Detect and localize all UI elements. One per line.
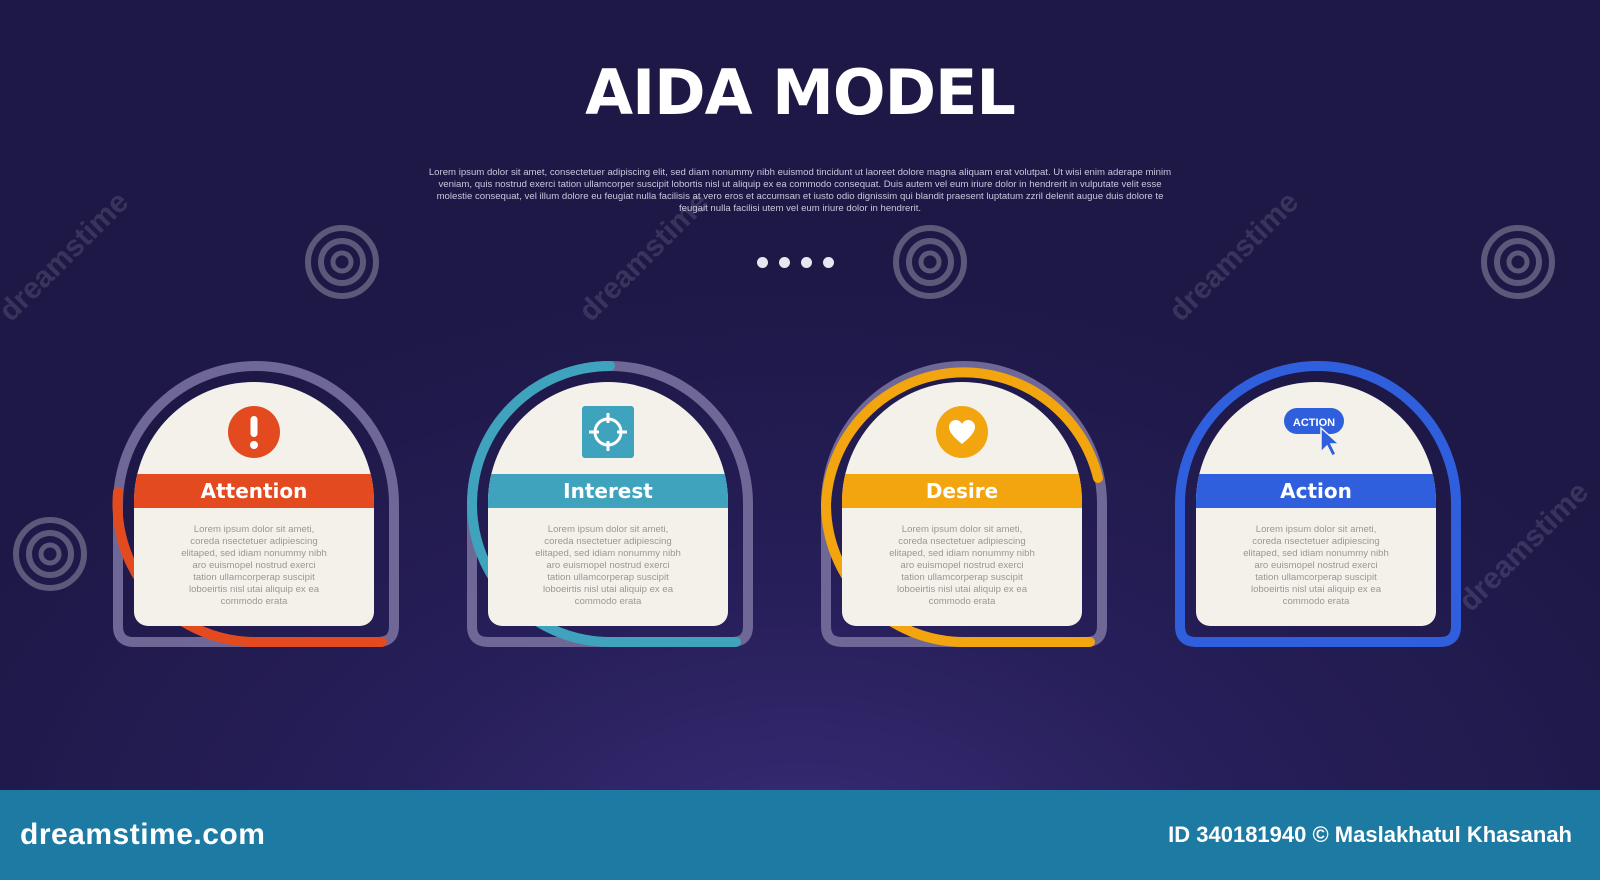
exclamation-icon	[228, 406, 280, 458]
page-description: Lorem ipsum dolor sit amet, consectetuer…	[428, 167, 1172, 214]
indicator-dot	[801, 257, 812, 268]
target-icon	[582, 406, 634, 458]
watermark-spiral-icon	[305, 225, 379, 299]
card-ring	[466, 361, 753, 647]
card-panel: Attention Lorem ipsum dolor sit ameti, c…	[134, 382, 374, 626]
card-interest: Interest Lorem ipsum dolor sit ameti, co…	[464, 358, 756, 650]
icon-container	[842, 404, 1082, 460]
card-text: Lorem ipsum dolor sit ameti, coreda nsec…	[1243, 524, 1389, 607]
card-ring	[1175, 361, 1461, 647]
card-text: Lorem ipsum dolor sit ameti, coreda nsec…	[181, 524, 327, 607]
indicator-dot	[757, 257, 768, 268]
card-panel: Interest Lorem ipsum dolor sit ameti, co…	[488, 382, 728, 626]
watermark-text: dreamstime	[0, 185, 136, 328]
card-text: Lorem ipsum dolor sit ameti, coreda nsec…	[889, 524, 1035, 607]
action-cursor-icon: ACTION	[1284, 408, 1344, 458]
card-text: Lorem ipsum dolor sit ameti, coreda nsec…	[535, 524, 681, 607]
indicator-dot	[779, 257, 790, 268]
page-title: AIDA MODEL	[585, 56, 1016, 129]
card-action: ACTION Action Lorem ipsum dolor sit amet…	[1172, 358, 1464, 650]
watermark-spiral-icon	[13, 517, 87, 591]
footer-bar: dreamstime.com ID 340181940 © Maslakhatu…	[0, 790, 1600, 880]
action-icon-label: ACTION	[1293, 417, 1335, 429]
card-panel: Desire Lorem ipsum dolor sit ameti, core…	[842, 382, 1082, 626]
icon-container	[134, 404, 374, 460]
footer-brand: dreamstime.com	[20, 818, 266, 851]
card-desire: Desire Lorem ipsum dolor sit ameti, core…	[818, 358, 1110, 650]
watermark-spiral-icon	[893, 225, 967, 299]
card-label: Attention	[134, 474, 374, 508]
watermark-spiral-icon	[1481, 225, 1555, 299]
card-label: Action	[1196, 474, 1436, 508]
watermark-text: dreamstime	[1162, 185, 1306, 328]
footer-credit: ID 340181940 © Maslakhatul Khasanah	[1168, 822, 1572, 847]
icon-container	[488, 404, 728, 460]
icon-container: ACTION	[1196, 404, 1436, 460]
page-indicator-dots	[757, 257, 834, 268]
card-panel: ACTION Action Lorem ipsum dolor sit amet…	[1196, 382, 1436, 626]
card-attention: Attention Lorem ipsum dolor sit ameti, c…	[110, 358, 402, 650]
card-label: Interest	[488, 474, 728, 508]
heart-icon	[936, 406, 988, 458]
card-label: Desire	[842, 474, 1082, 508]
indicator-dot	[823, 257, 834, 268]
watermark-text: dreamstime	[1452, 475, 1596, 618]
